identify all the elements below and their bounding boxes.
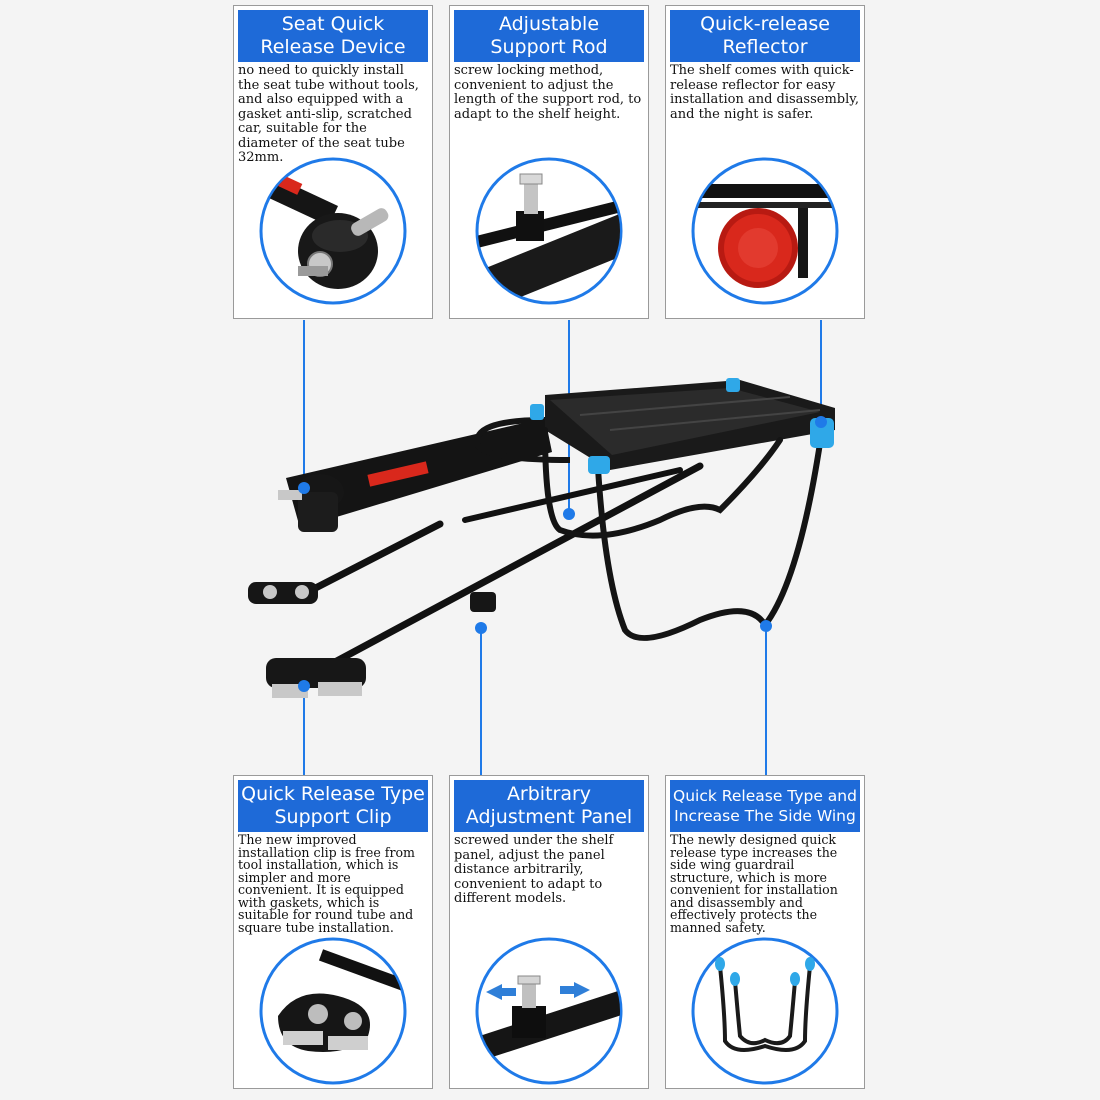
card-quick-release-reflector: Quick-release Reflector The shelf comes … <box>665 5 865 319</box>
card-description: The new improved installation clip is fr… <box>238 832 415 935</box>
card-title: Arbitrary Adjustment Panel <box>454 780 644 832</box>
rack-blue-caps <box>530 378 834 474</box>
support-clip-closeup-image <box>259 937 407 1085</box>
rack-side-wings <box>542 427 825 641</box>
card-description: screw locking method, convenient to adju… <box>454 63 642 122</box>
card-description: The shelf comes with quick-release refle… <box>670 63 860 122</box>
rack-support-clips <box>248 582 496 698</box>
adjustment-panel-closeup-image <box>475 937 623 1085</box>
reflector-closeup-image <box>691 157 839 305</box>
card-arbitrary-adjustment-panel: Arbitrary Adjustment Panel screwed under… <box>449 775 649 1089</box>
card-title: Quick-release Reflector <box>670 10 860 62</box>
card-quick-release-support-clip: Quick Release Type Support Clip The new … <box>233 775 433 1089</box>
rack-seat-clamp <box>278 474 344 532</box>
card-adjustable-support-rod: Adjustable Support Rod screw locking met… <box>449 5 649 319</box>
support-rod-closeup-image <box>475 157 623 305</box>
card-description: screwed under the shelf panel, adjust th… <box>454 833 614 906</box>
card-title: Quick Release Type and Increase The Side… <box>670 780 860 832</box>
card-title: Quick Release Type Support Clip <box>238 780 428 832</box>
card-description: The newly designed quick release type in… <box>670 832 838 935</box>
card-side-wing: Quick Release Type and Increase The Side… <box>665 775 865 1089</box>
card-seat-quick-release: Seat Quick Release Device no need to qui… <box>233 5 433 319</box>
card-description: no need to quickly install the seat tube… <box>238 63 419 165</box>
rack-platform <box>474 380 835 470</box>
rack-struts <box>296 462 704 674</box>
card-title: Seat Quick Release Device <box>238 10 428 62</box>
card-title: Adjustable Support Rod <box>454 10 644 62</box>
side-wing-closeup-image <box>691 937 839 1085</box>
callout-dots <box>298 416 827 692</box>
seat-clamp-closeup-image <box>259 157 407 305</box>
